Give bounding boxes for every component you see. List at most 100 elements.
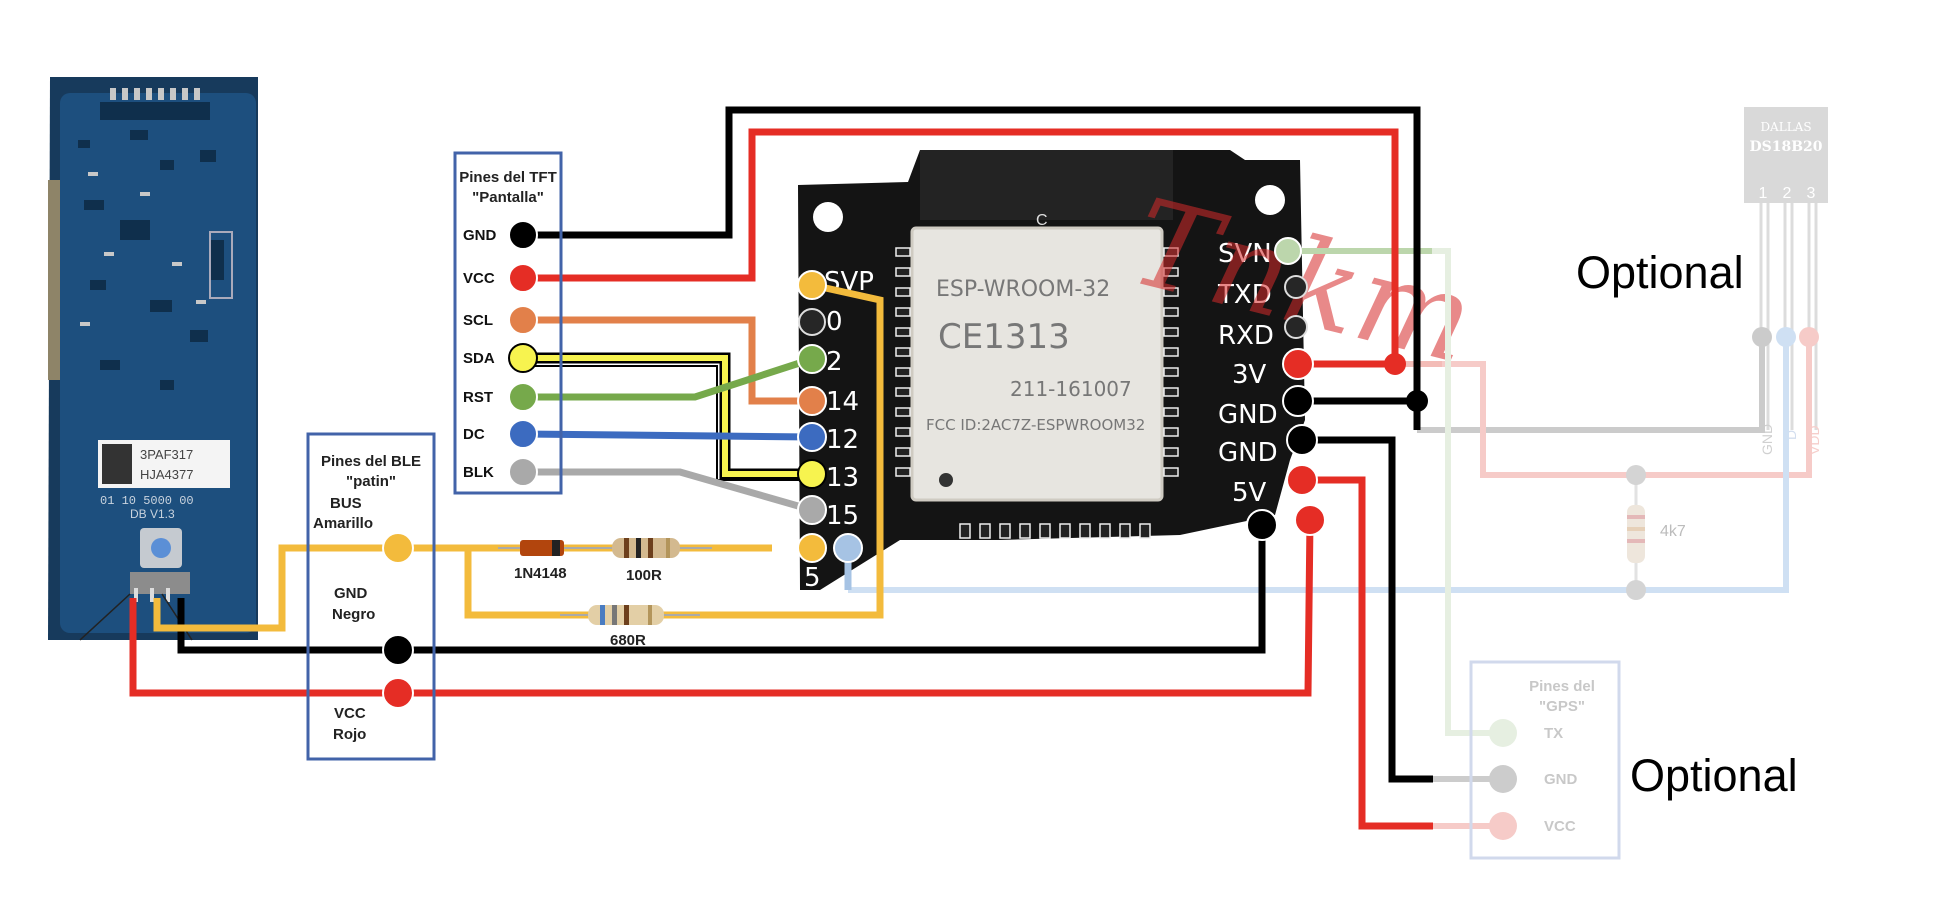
esp32-pin-12: 12 xyxy=(826,425,859,455)
tft-pin-scl: SCL xyxy=(463,312,493,329)
ds18b20-dot-vdd xyxy=(1799,327,1819,347)
esp-dot-5v xyxy=(1286,464,1318,496)
esp32-pin-5v: 5V xyxy=(1232,478,1267,508)
ble-bus-line1: BUS xyxy=(330,495,362,512)
wire-5v-to-gps xyxy=(1302,476,1433,830)
esp32-pin-4: 4 xyxy=(860,563,877,593)
esp-dot-15 xyxy=(797,495,827,525)
esp32-fcc-id: FCC ID:2AC7Z-ESPWROOM32 xyxy=(926,416,1145,434)
resistor-100r: 100R xyxy=(602,538,712,584)
ds18b20-dot-data xyxy=(1776,327,1796,347)
esp32-ce-mark: CE1313 xyxy=(938,317,1070,357)
wire-dc xyxy=(522,430,813,441)
ble-title-line2: "patin" xyxy=(346,473,396,490)
esp-dot-txd xyxy=(1284,275,1308,299)
tft-pin-box: Pines del TFT "Pantalla" GND VCC SCL SDA… xyxy=(453,151,563,495)
wire-scl xyxy=(523,316,812,405)
ble-title-line1: Pines del BLE xyxy=(321,453,421,470)
gps-dot-tx xyxy=(1489,719,1517,747)
gps-pin-gnd: GND xyxy=(1544,771,1578,788)
gps-title-line2: "GPS" xyxy=(1539,698,1585,715)
wire-sda-outline-2 xyxy=(523,365,812,481)
tft-pin-gnd: GND xyxy=(463,227,497,244)
tft-dot-dc xyxy=(508,419,538,449)
esp32-board: C ESP-WROOM-32 CE1313 211-161007 FCC ID:… xyxy=(798,150,1486,593)
wire-blk xyxy=(523,468,813,514)
ble-vcc-line1: VCC xyxy=(334,705,366,722)
esp-dot-2 xyxy=(797,344,827,374)
esp32-pin-gnd-2: GND xyxy=(1218,438,1278,468)
tft-title-line2: "Pantalla" xyxy=(472,189,544,206)
pcb-version: DB V1.3 xyxy=(130,507,175,521)
optional-label-bottom: Optional xyxy=(1630,750,1798,801)
pcb-qr-code-2: HJA4377 xyxy=(140,467,193,482)
esp-dot-5 xyxy=(797,533,827,563)
tft-pin-blk: BLK xyxy=(463,464,494,481)
wire-ds18b20-vdd xyxy=(1442,337,1812,478)
esp32-pin-svn: SVN xyxy=(1218,239,1272,269)
resistor-100r-label: 100R xyxy=(626,567,662,584)
ble-vcc-line2: Rojo xyxy=(333,726,366,743)
esp-dot-0 xyxy=(798,308,826,336)
wire-bottom-gnd-to-pcb xyxy=(177,598,398,654)
wire-gnd-to-tft-gnd xyxy=(523,106,1421,405)
wire-gnd-to-gps xyxy=(1302,436,1433,783)
tft-dot-scl xyxy=(508,305,538,335)
wire-3v-to-tft-vcc xyxy=(523,128,1399,368)
esp-dot-svp xyxy=(797,270,827,300)
ble-gnd-line1: GND xyxy=(334,585,368,602)
ble-gnd-line2: Negro xyxy=(332,606,375,623)
esp32-pin-txd: TXD xyxy=(1217,280,1272,310)
resistor-4k7-label: 4k7 xyxy=(1660,523,1686,540)
resistor-680r: 680R xyxy=(560,605,700,649)
ble-bus-line2: Amarillo xyxy=(313,515,373,532)
esp-dot-rxd xyxy=(1284,315,1308,339)
ble-dot-vcc xyxy=(382,677,414,709)
gps-pin-tx: TX xyxy=(1544,725,1563,742)
esp-dot-svn xyxy=(1274,237,1302,265)
tft-pin-vcc: VCC xyxy=(463,270,495,287)
tft-dot-rst xyxy=(508,382,538,412)
tft-dot-blk xyxy=(508,457,538,487)
ds18b20-d-label: D xyxy=(1783,430,1799,440)
diode-label: 1N4148 xyxy=(514,565,567,582)
esp32-pin-rxd: RXD xyxy=(1218,321,1274,351)
ds18b20-model: DS18B20 xyxy=(1749,139,1822,155)
esp32-pin-14: 14 xyxy=(826,387,859,417)
junction-gnd xyxy=(1406,390,1428,412)
esp-dot-14 xyxy=(797,386,827,416)
wire-ds18b20-gnd xyxy=(1417,337,1765,433)
esp32-pin-0: 0 xyxy=(826,307,843,337)
tft-title-line1: Pines del TFT xyxy=(459,169,557,186)
gps-dot-vcc xyxy=(1489,812,1517,840)
wire-bottom-5v-to-ble xyxy=(398,519,1314,697)
tft-dot-vcc xyxy=(508,263,538,293)
tft-pin-sda: SDA xyxy=(463,350,495,367)
esp-dot-4 xyxy=(833,533,863,563)
wire-sda xyxy=(523,355,812,477)
optional-label-top: Optional xyxy=(1576,247,1744,298)
tft-pin-rst: RST xyxy=(463,389,493,406)
pcb-qr-code-1: 3PAF317 xyxy=(140,447,193,462)
esp32-pin-5: 5 xyxy=(804,563,821,593)
tft-dot-sda xyxy=(508,343,538,373)
esp-dot-bottom-gnd xyxy=(1246,509,1278,541)
gps-pin-vcc: VCC xyxy=(1544,818,1576,835)
esp32-pin-3v: 3V xyxy=(1232,360,1267,390)
esp32-fcc-number: 211-161007 xyxy=(1010,377,1132,401)
esp-dot-12 xyxy=(797,422,827,452)
wire-bottom-gnd-to-ble xyxy=(398,525,1266,654)
ds18b20-brand: DALLAS xyxy=(1760,120,1811,134)
ds18b20-pin-1: 1 xyxy=(1759,185,1768,202)
esp32-pin-2: 2 xyxy=(826,347,843,377)
tft-pin-dc: DC xyxy=(463,426,485,443)
ble-dot-bus xyxy=(382,532,414,564)
wire-bus-to-svp xyxy=(464,281,884,619)
pin-dots xyxy=(382,220,1819,840)
gps-dot-gnd xyxy=(1489,765,1517,793)
gps-pin-box: Pines del "GPS" TX GND VCC xyxy=(1469,660,1621,860)
esp-dot-gnd-1 xyxy=(1282,385,1314,417)
ds18b20-pin-3: 3 xyxy=(1807,185,1816,202)
esp32-pin-gnd-5v: GND 5V xyxy=(1240,537,1342,567)
esp32-pin-gnd-1: GND xyxy=(1218,400,1278,430)
